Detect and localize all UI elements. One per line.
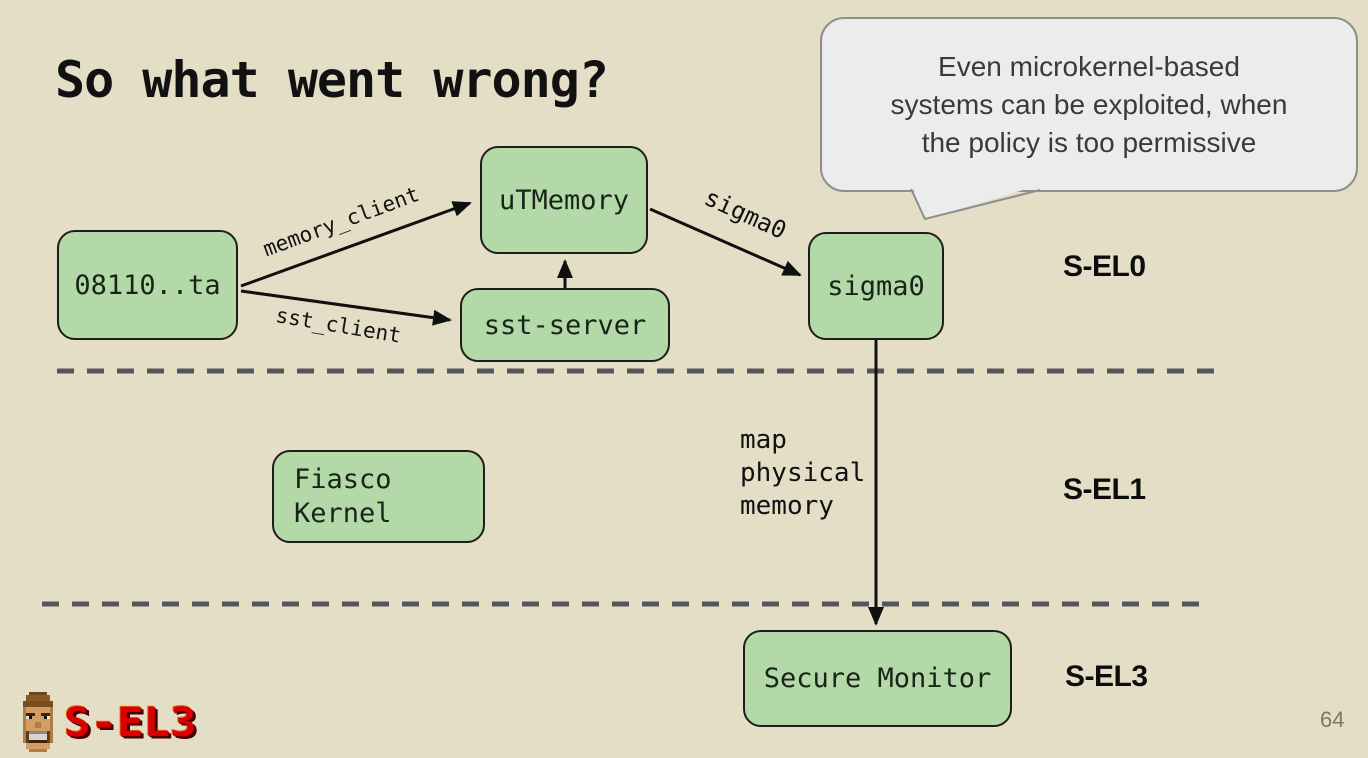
edge-label-sst-client: sst_client xyxy=(274,303,403,348)
level-label-s-el0: S-EL0 xyxy=(1063,250,1146,283)
slide-title: So what went wrong? xyxy=(55,51,609,109)
node-08110-ta: 08110..ta xyxy=(57,230,238,340)
node-secure-monitor: Secure Monitor xyxy=(743,630,1012,727)
callout-bubble: Even microkernel-based systems can be ex… xyxy=(820,17,1358,192)
node-fiasco-kernel: Fiasco Kernel xyxy=(272,450,485,543)
level-label-s-el1: S-EL1 xyxy=(1063,473,1146,506)
callout-text: Even microkernel-based systems can be ex… xyxy=(890,50,1288,158)
edge-label-sigma0: sigma0 xyxy=(700,183,791,245)
level-label-s-el3: S-EL3 xyxy=(1065,660,1148,693)
callout-tail-border xyxy=(910,188,1041,221)
page-number: 64 xyxy=(1320,707,1345,732)
node-sigma0: sigma0 xyxy=(808,232,944,340)
logo-text-s-el3: S-EL3 xyxy=(64,699,197,746)
node-utmemory: uTMemory xyxy=(480,146,648,254)
edge-label-memory-client: memory_client xyxy=(259,181,423,262)
node-sst-server: sst-server xyxy=(460,288,670,362)
doom-face-icon xyxy=(23,692,53,752)
edge-label-map-physical-memory: map physical memory xyxy=(740,425,866,521)
